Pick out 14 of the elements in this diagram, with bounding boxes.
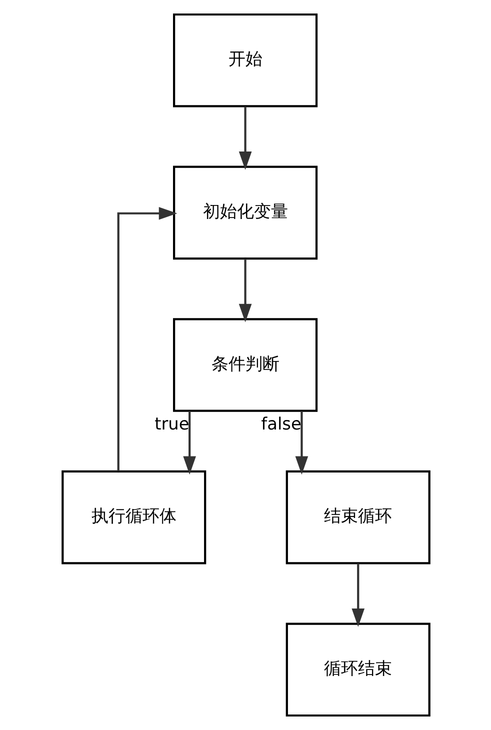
edge-label: false [260,413,301,434]
edge-label: true [154,413,189,434]
node-box: 循环结束 [285,622,430,717]
node-box: 结束循环 [285,470,430,564]
arrow [116,206,177,472]
node-box: 初始化变量 [172,166,318,260]
arrow [294,411,308,475]
node-box: 开始 [172,13,318,108]
node-box: 执行循环体 [61,470,206,564]
arrow [182,411,196,475]
arrow [238,258,252,322]
node-box: 条件判断 [172,318,318,412]
arrow [351,563,364,627]
arrow [238,106,252,170]
